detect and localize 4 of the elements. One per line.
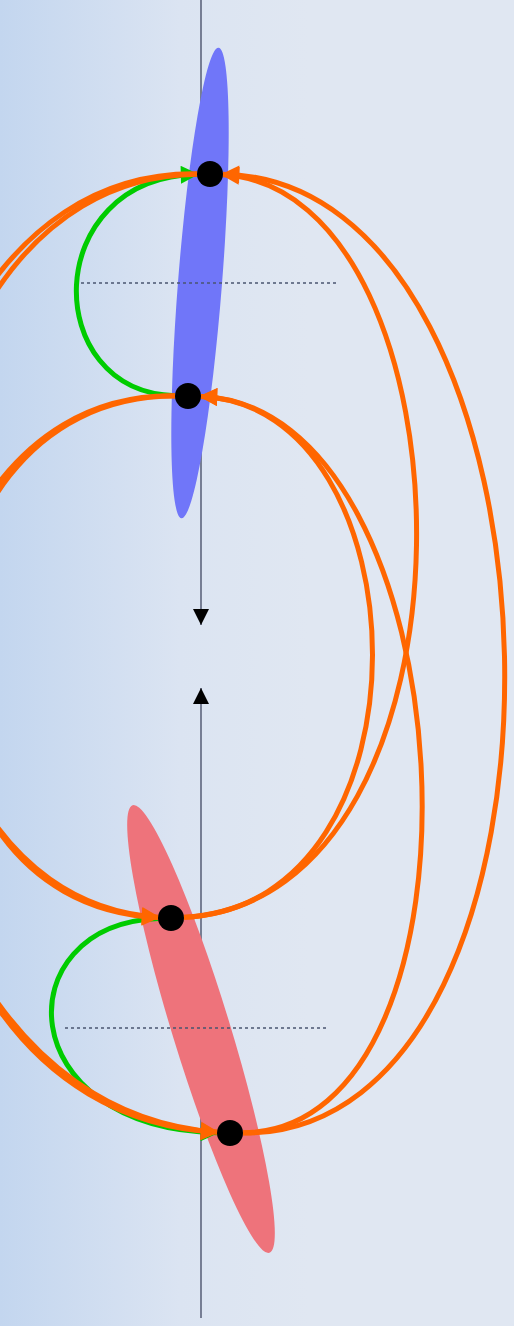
curved-arrow [183,391,375,920]
curved-arrow [0,393,219,1138]
curved-arrow [199,391,424,1136]
curved-arrow [0,171,219,1137]
